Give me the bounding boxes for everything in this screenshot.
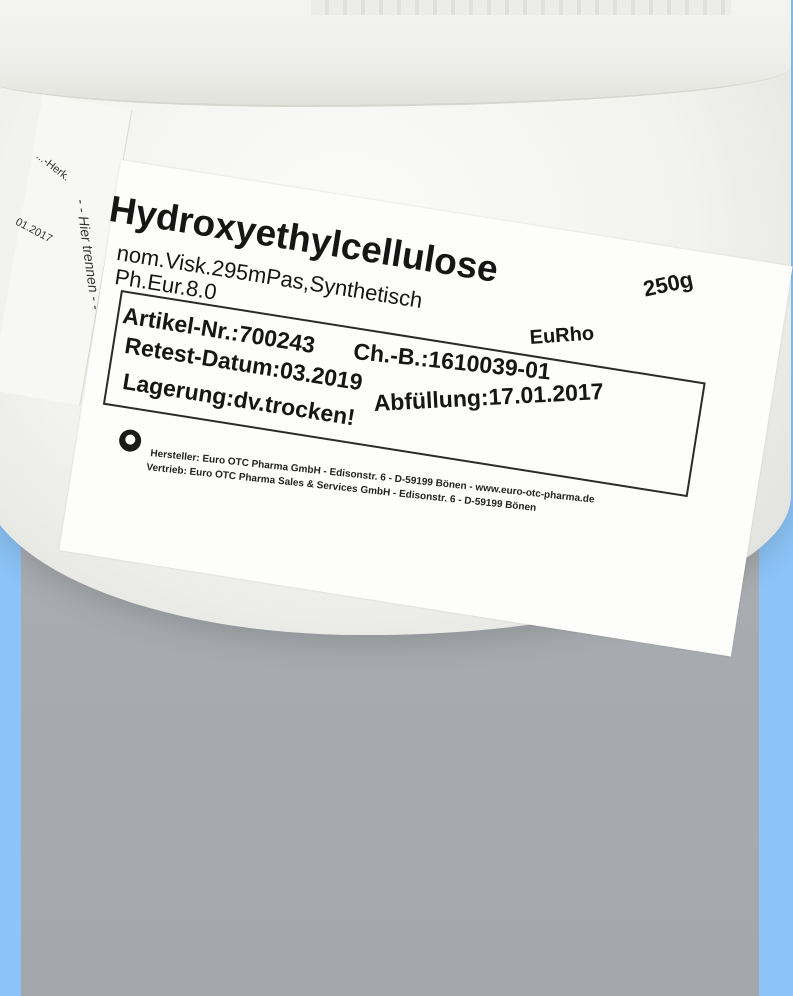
lid-ribs: [311, 0, 731, 15]
brand: EuRho: [529, 322, 595, 349]
jar-lid: [0, 0, 791, 107]
